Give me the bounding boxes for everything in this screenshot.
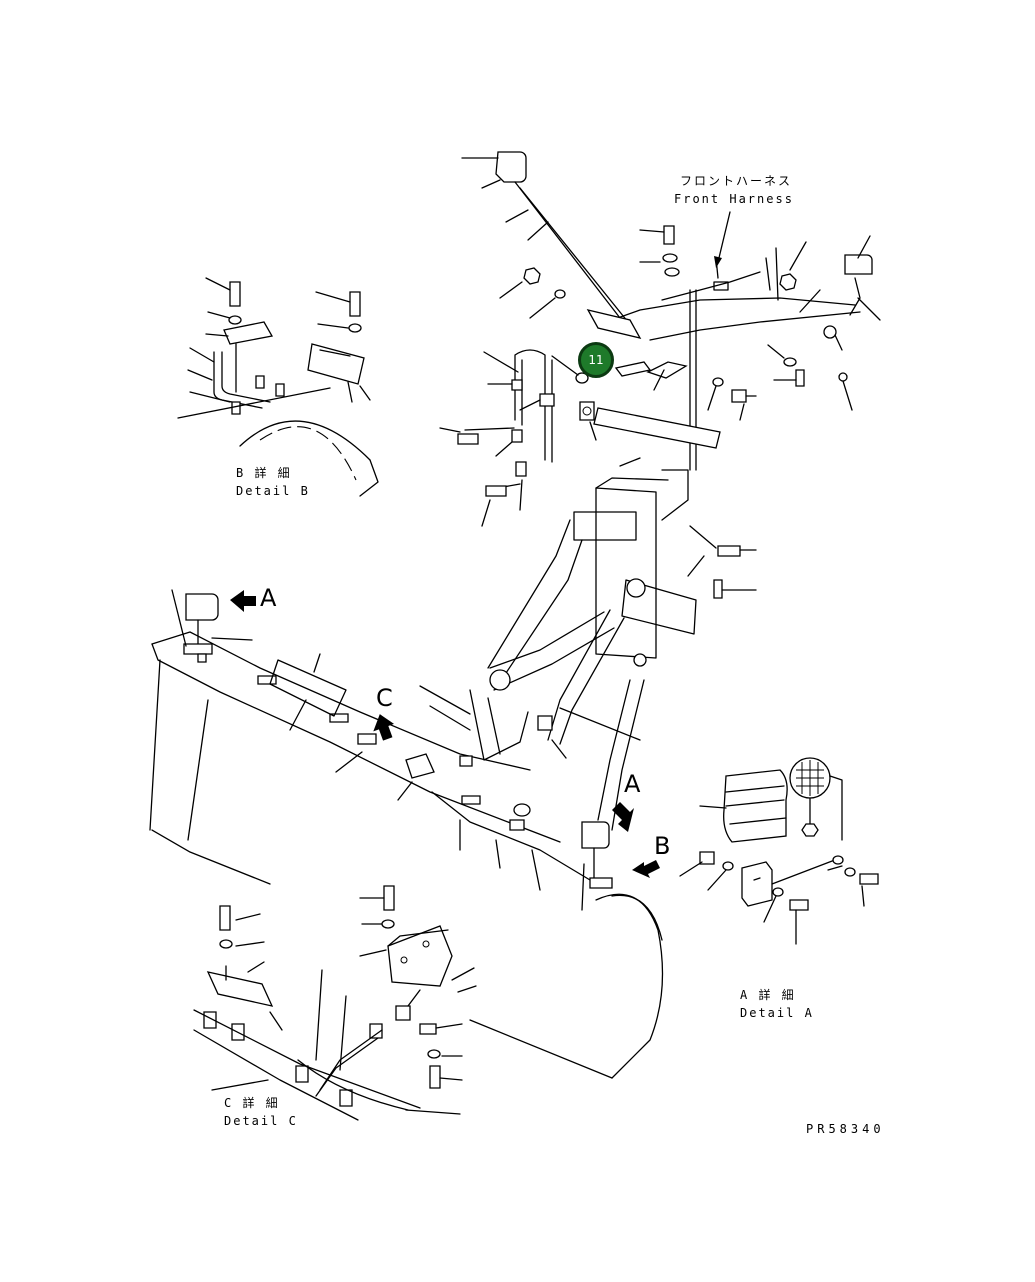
- detail-a-drawing: [679, 757, 879, 945]
- top-work-lamp: [461, 151, 629, 323]
- detail-c-drawing: [193, 885, 477, 1121]
- arrow-c-letter: C: [376, 684, 393, 712]
- arrow-b-letter: B: [654, 832, 671, 860]
- front-harness-leader: [714, 211, 731, 268]
- detail-b-drawing: [177, 277, 379, 497]
- harness-fasteners: [499, 225, 805, 421]
- front-harness-assembly: [611, 235, 881, 471]
- blade-moldboard: [469, 893, 664, 1079]
- detail-b-label-jp: B 詳 細: [236, 466, 292, 480]
- harness-clamp-group: [439, 349, 555, 527]
- boom-structure: [487, 407, 757, 831]
- blade-frame: [149, 631, 641, 911]
- boom-bracket: [551, 309, 688, 441]
- detail-c-label-en: Detail C: [224, 1114, 298, 1128]
- blade-work-lamp: [581, 821, 613, 889]
- front-harness-label-en: Front Harness: [674, 192, 794, 206]
- arrow-a-top-letter: A: [260, 584, 277, 612]
- detail-a-label-en: Detail A: [740, 1006, 814, 1020]
- left-work-lamp: [171, 589, 253, 663]
- detail-a-label-jp: A 詳 細: [740, 988, 796, 1002]
- arrow-a-mid-letter: A: [624, 770, 641, 798]
- detail-c-label-jp: C 詳 細: [224, 1096, 280, 1110]
- drawing-number: PR58340: [806, 1122, 885, 1136]
- part-callout-11[interactable]: 11: [578, 342, 614, 378]
- front-harness-label-jp: フロントハーネス: [680, 174, 793, 188]
- detail-b-label-en: Detail B: [236, 484, 310, 498]
- view-arrows: [230, 590, 660, 878]
